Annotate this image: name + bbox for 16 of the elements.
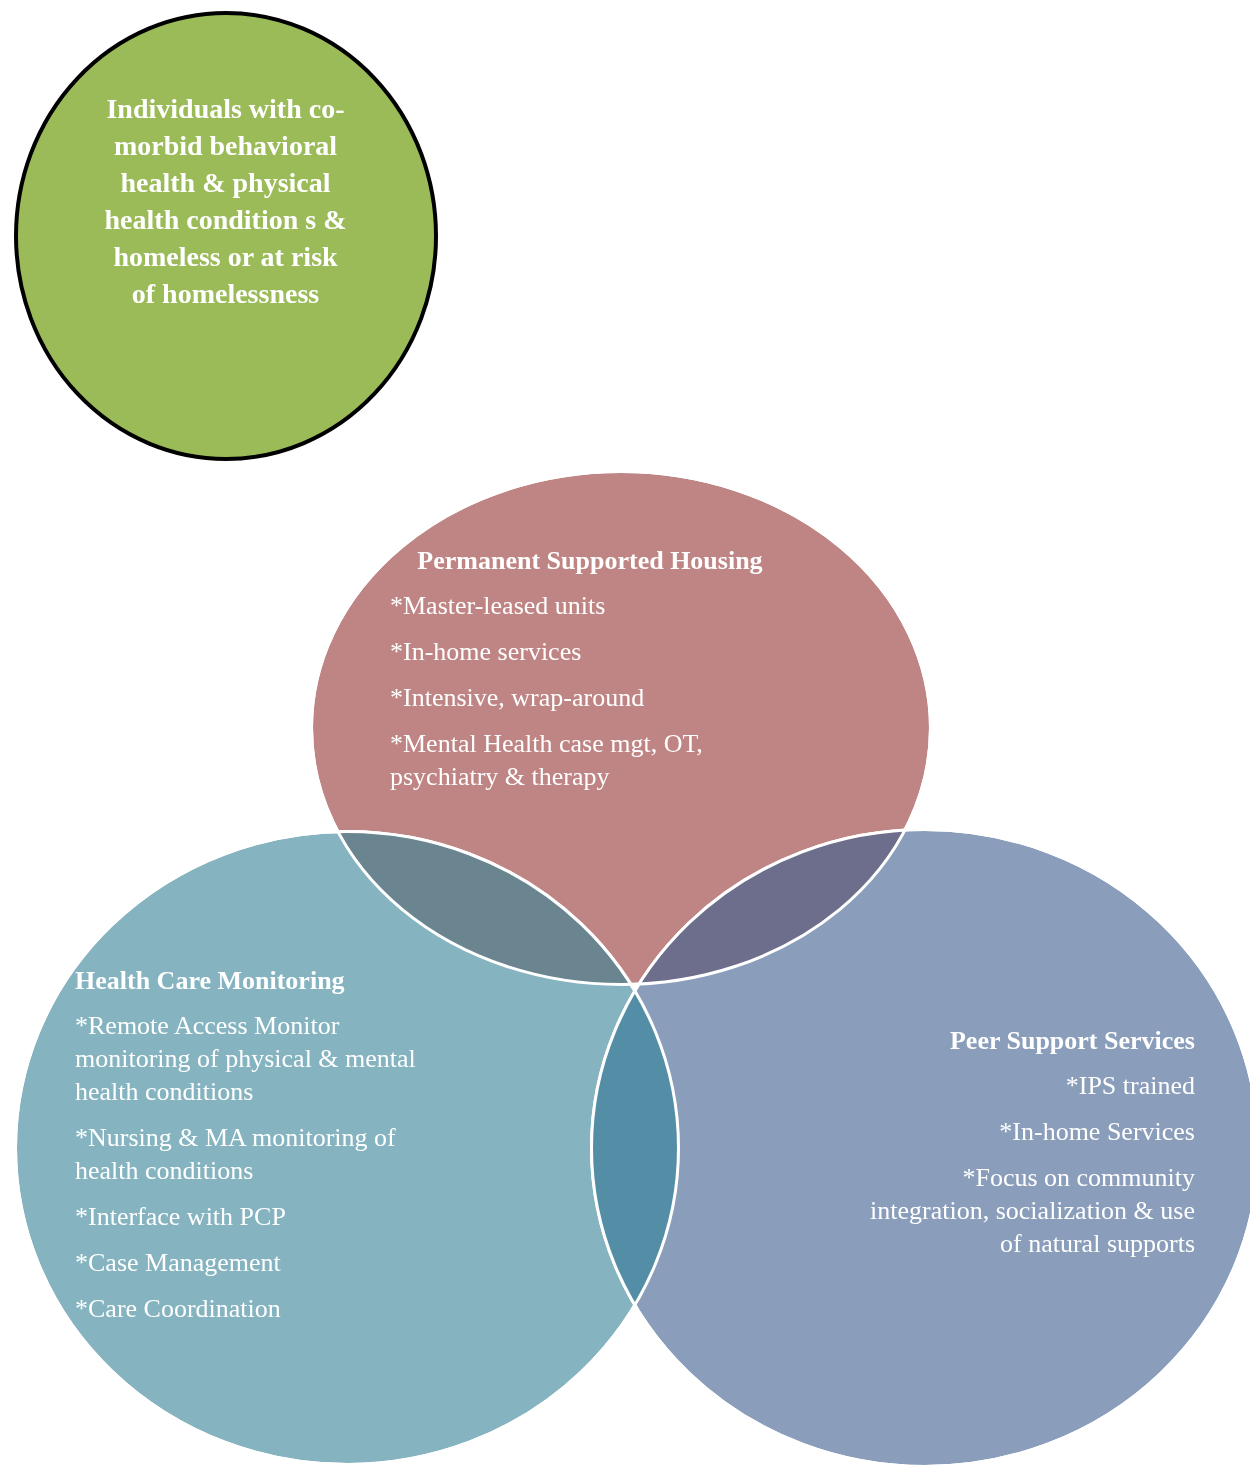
bullet-item: *Nursing & MA monitoring of health conditions <box>75 1122 397 1187</box>
bullet-item: *IPS trained <box>1064 1070 1195 1102</box>
bullet-item: *Case Management <box>75 1247 282 1279</box>
bullet-item: *Master-leased units <box>390 590 607 622</box>
bullet-item: *Interface with PCP <box>75 1201 287 1233</box>
bullet-item: *Focus on community integration, socialization & use of natural supports <box>869 1162 1195 1260</box>
bullet-item: *Intensive, wrap-around <box>390 682 646 714</box>
bullet-item: *Remote Access Monitor monitoring of physical & mental health conditions <box>75 1010 417 1108</box>
bullet-item: *Care Coordination <box>75 1293 282 1325</box>
bullet-item: *In-home Services <box>998 1116 1195 1148</box>
bullet-item: *Mental Health case mgt, OT, psychiatry & therapy <box>390 728 704 793</box>
section-heading: Peer Support Services <box>948 1025 1195 1057</box>
circle-text: Individuals with co-morbid behavioral health & physical health condition s & homeless or at risk of homelessness <box>103 92 348 311</box>
section-heading: Health Care Monitoring <box>75 965 346 997</box>
bullet-item: *In-home services <box>390 636 583 668</box>
section-heading: Permanent Supported Housing <box>416 545 764 577</box>
